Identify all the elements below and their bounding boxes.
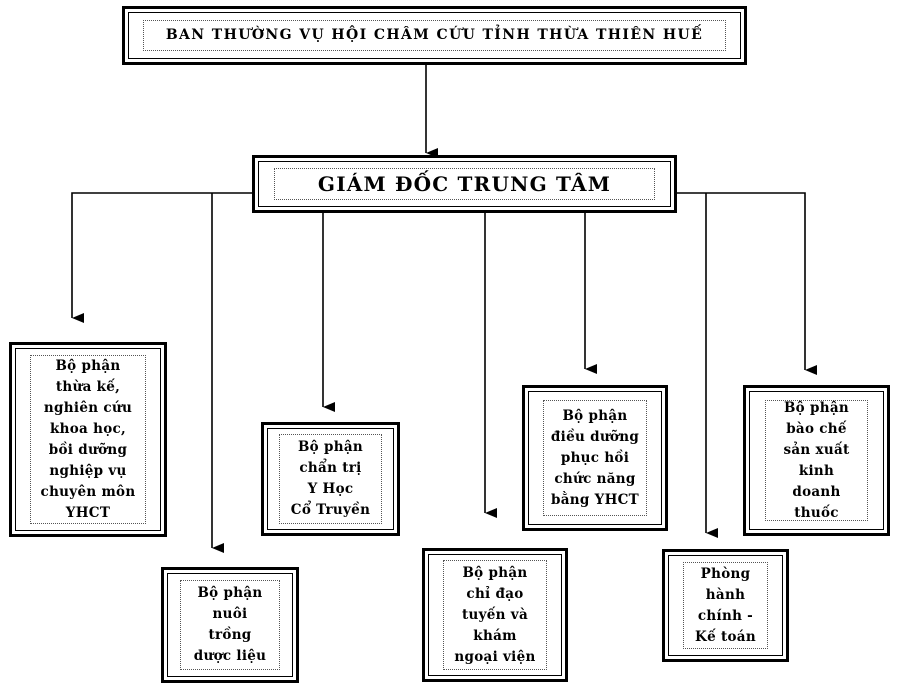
dept-treatment-box: Bộ phận chẩn trị Y Học Cổ Truyền	[261, 422, 400, 536]
dept-treatment-label: Bộ phận chẩn trị Y Học Cổ Truyền	[279, 434, 382, 524]
dept-outreach-box: Bộ phận chỉ đạo tuyến và khám ngoại viện	[422, 548, 568, 682]
arrow-to-research	[71, 192, 252, 323]
arrow-to-pharma	[662, 192, 817, 375]
dept-pharma-box: Bộ phận bào chế sản xuất kinh doanh thuố…	[743, 385, 890, 536]
director-box: GIÁM ĐỐC TRUNG TÂM	[252, 155, 677, 213]
director-title: GIÁM ĐỐC TRUNG TÂM	[274, 168, 655, 200]
dept-herbs-label: Bộ phận nuôi trồng dược liệu	[180, 580, 280, 670]
dept-admin-label: Phòng hành chính - Kế toán	[683, 562, 768, 649]
dept-rehab-box: Bộ phận điều dưỡng phục hồi chức năng bằ…	[522, 385, 668, 531]
dept-rehab-label: Bộ phận điều dưỡng phục hồi chức năng bằ…	[543, 400, 647, 516]
dept-pharma-label: Bộ phận bào chế sản xuất kinh doanh thuố…	[765, 400, 868, 521]
dept-research-box: Bộ phận thừa kế, nghiên cứu khoa học, bồ…	[9, 342, 167, 537]
dept-research-label: Bộ phận thừa kế, nghiên cứu khoa học, bồ…	[30, 355, 146, 524]
header-box: BAN THƯỜNG VỤ HỘI CHÂM CỨU TỈNH THỪA THI…	[122, 6, 747, 65]
dept-herbs-box: Bộ phận nuôi trồng dược liệu	[161, 567, 299, 683]
dept-outreach-label: Bộ phận chỉ đạo tuyến và khám ngoại viện	[443, 560, 547, 670]
header-title: BAN THƯỜNG VỤ HỘI CHÂM CỨU TỈNH THỪA THI…	[143, 20, 726, 51]
dept-admin-box: Phòng hành chính - Kế toán	[662, 549, 789, 662]
